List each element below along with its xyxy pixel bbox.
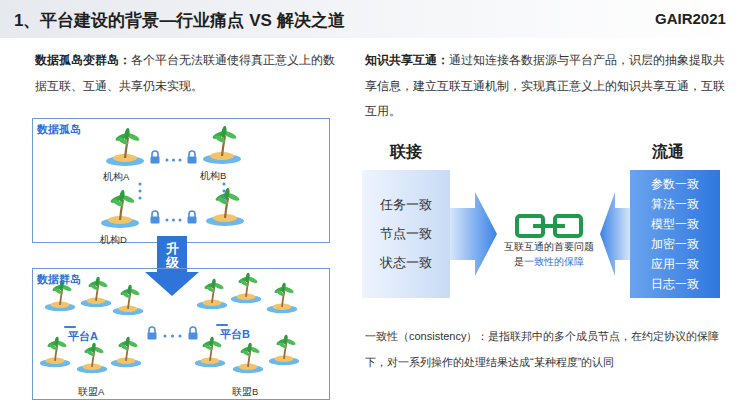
node-text: 节点一致 [380,225,432,243]
dots [139,159,226,222]
node-text: 数据群岛 [37,272,81,287]
flow-panel: 参数一致算法一致模型一致加密一致应用一致日志一致 [630,170,720,298]
node-text: 任务一致 [380,196,432,214]
island-cluster [195,273,299,374]
heading-term: 数据孤岛变群岛： [35,54,131,66]
flow-arrow [600,192,630,276]
node-text: 应用一致 [651,257,699,272]
paragraph: 知识共享互通：通过知连接各数据源与平台产品，识层的抽象提取共享信息，建立互联互通… [365,46,725,123]
node-text: 状态一致 [380,254,432,272]
node-text: 平台B [220,327,250,341]
paragraph: 一致性（consistency）：是指联邦中的多个成员节点，在约定协议的保障下，… [365,322,725,373]
lock-icon [151,151,160,164]
note-text: 一致性（consistency）：是指联邦中的多个成员节点，在约定协议的保障下，… [365,330,719,368]
node-text: 参数一致 [651,177,699,192]
panel-title: 联接 [390,142,422,163]
title-bar: 1、平台建设的背景—行业痛点 VS 解决之道 [0,0,740,38]
heading-term: 知识共享互通： [365,54,449,66]
node-text: 日志一致 [651,277,699,292]
center-box: 互联互通的首要问题是一致性的保障 [497,196,600,292]
node-text: 模型一致 [651,217,699,232]
panel-title: 流通 [652,142,684,163]
flow-arrow [450,192,497,276]
node-text: 加密一致 [651,237,699,252]
platform-tag: 平台A [64,326,76,328]
node-text: 算法一致 [651,197,699,212]
platform-tag: 平台B [216,324,228,326]
logo-text: GAIR2021 [655,10,726,27]
lock-icon [189,327,198,340]
alliance-label: 联盟B [232,386,258,399]
dots [164,335,182,338]
org-label: 机构B [200,170,226,183]
node-text: 一致性的保障 [524,256,584,267]
node-text: 数据孤岛 [37,122,81,137]
link-panel: 任务一致节点一致状态一致 [362,170,450,298]
node-text: 升级 [166,242,179,271]
link-icon [517,216,581,236]
lock-icon [151,211,160,224]
upgrade-arrow: 升级 [145,236,199,296]
region-box: 数据群岛平台A 平台B [32,268,330,400]
lock-icon [148,327,157,340]
paragraph: 数据孤岛变群岛：各个平台无法联通使得真正意义上的数据互联、互通、共享仍未实现。 [35,46,335,97]
org-label: 机构A [103,171,129,184]
org-label: 机构D [100,234,127,247]
island-icon [203,126,241,164]
island-icon [206,188,244,226]
alliance-label: 联盟A [78,386,104,399]
node-text: 平台A [68,329,98,343]
lock-icon [188,151,197,164]
island-icon [101,190,139,228]
title: 1、平台建设的背景—行业痛点 VS 解决之道 [14,9,345,32]
island-cluster [40,277,143,374]
lock-icon [188,211,197,224]
region-box: 数据孤岛 [32,118,330,243]
island-icon [106,128,144,166]
